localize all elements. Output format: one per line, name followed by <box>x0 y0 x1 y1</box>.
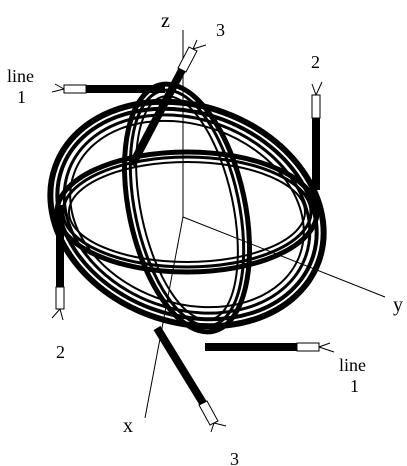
cable-tip-2-right <box>311 94 321 119</box>
diagram-labels: z y x 3 3 2 2 line 1 line 1 <box>7 10 403 466</box>
label-line1-top-word: line <box>7 66 34 86</box>
label-line1-top-num: 1 <box>17 87 26 107</box>
cable-3-bottom <box>153 325 207 406</box>
label-line1-bottom-num: 1 <box>350 376 359 396</box>
loop-line-3 <box>122 81 252 335</box>
label-loop2-right: 2 <box>311 52 320 72</box>
cable-tip-line1-bottom <box>296 342 320 352</box>
y-axis <box>182 216 386 298</box>
cable-leads <box>51 39 335 433</box>
axis-label-y: y <box>393 294 403 316</box>
cable-3-top <box>128 68 186 167</box>
cable-tip-2-left <box>55 286 65 310</box>
axis-label-z: z <box>161 10 170 32</box>
cable-tip-line1-top <box>63 84 87 94</box>
axis-label-x: x <box>123 415 133 437</box>
label-line1-bottom-word: line <box>339 355 366 375</box>
label-loop3-bottom: 3 <box>230 449 239 466</box>
loop-line-2 <box>54 149 320 275</box>
label-loop3-top: 3 <box>216 20 225 40</box>
label-loop2-left: 2 <box>56 342 65 362</box>
cable-tip-3-top <box>177 46 198 73</box>
cable-tip-3-bottom <box>198 400 219 426</box>
